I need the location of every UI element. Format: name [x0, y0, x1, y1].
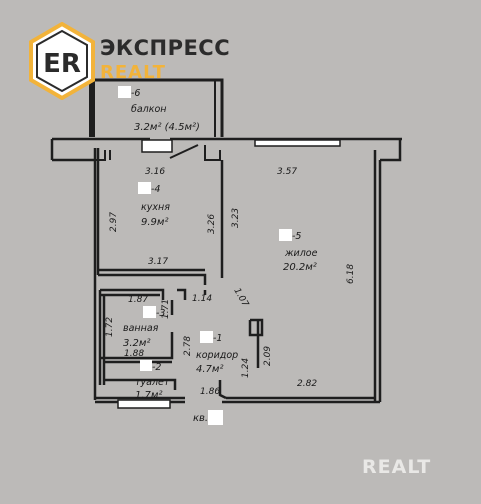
windows [117, 139, 341, 409]
balcony-walls [89, 78, 224, 137]
balcony-area: 3.2м² (4.5м²) [134, 122, 200, 133]
bathroom-area: 3.2м² [123, 338, 150, 349]
dim-kitchen-left: 2.97 [109, 212, 119, 232]
corridor-number: -1 [213, 333, 222, 344]
logo-line2: REALT [100, 62, 166, 83]
dim-toilet-bottom: 1.86 [200, 387, 220, 397]
dim-kitchen-top: 3.16 [145, 167, 165, 177]
logo: ER ЭКСПРЕСС REALT [28, 22, 243, 102]
room-labels: -6 балкон 3.2м² (4.5м²) -4 кухня 9.9м² -… [123, 88, 318, 424]
corridor-name: коридор [196, 350, 238, 361]
dim-kitchen-bottom: 3.17 [148, 257, 168, 267]
living-number: -5 [292, 231, 301, 242]
number-masks [118, 86, 292, 425]
dim-bath-top: 1.87 [128, 295, 148, 305]
logo-line1: ЭКСПРЕСС [100, 36, 231, 60]
dim-bath-right: 1.71 [161, 299, 171, 319]
dim-living-top: 3.57 [277, 167, 297, 177]
dim-corridor-diag: 1.07 [231, 287, 250, 310]
toilet-number: -2 [152, 362, 161, 373]
dim-kitchen-right: 3.26 [207, 214, 217, 234]
dim-bath-bottom: 1.88 [124, 349, 144, 359]
dimension-labels: 3.16 2.97 3.17 3.26 3.23 3.57 6.18 2.82 … [105, 167, 356, 397]
bathroom-name: ванная [123, 323, 159, 334]
kitchen-name: кухня [141, 202, 170, 213]
bathroom-number: -3 [156, 308, 165, 319]
kitchen-number: -4 [151, 184, 160, 195]
logo-letters: ER [43, 49, 81, 79]
balcony-name: балкон [131, 104, 167, 115]
dim-corridor-left: 2.78 [183, 336, 193, 356]
dim-corridor-inner: 1.24 [241, 358, 251, 378]
watermark: REALT [362, 456, 432, 478]
dim-living-right: 6.18 [346, 264, 356, 284]
kitchen-area: 9.9м² [141, 217, 168, 228]
toilet-name: туалет [135, 377, 170, 388]
dim-living-bottom: 2.82 [297, 379, 317, 389]
dim-bath-left: 1.72 [105, 317, 115, 337]
balcony-number: -6 [131, 88, 140, 99]
living-name: жилое [284, 248, 318, 259]
dim-living-left: 3.23 [231, 208, 241, 228]
dim-corridor-right: 2.09 [263, 346, 273, 366]
interior-walls [98, 160, 264, 400]
toilet-area: 1.7м² [135, 390, 162, 401]
logo-hexagon-icon: ER [29, 22, 95, 100]
apartment-label: кв. [193, 413, 208, 424]
top-inner-wall [95, 144, 221, 161]
living-area: 20.2м² [283, 262, 317, 273]
dim-corridor-top: 1.14 [192, 294, 212, 304]
corridor-area: 4.7м² [196, 364, 223, 375]
